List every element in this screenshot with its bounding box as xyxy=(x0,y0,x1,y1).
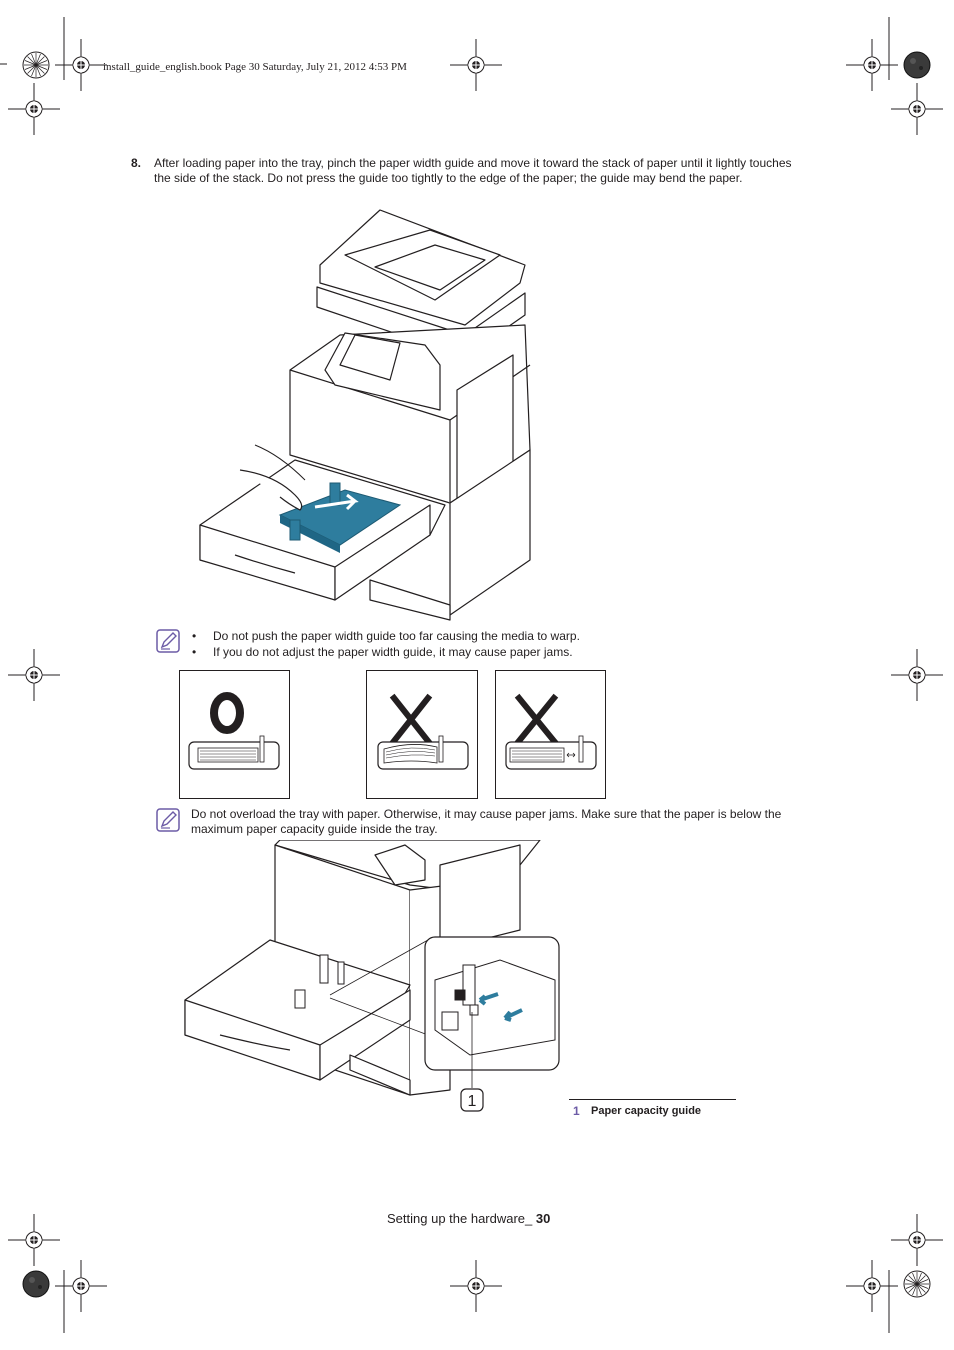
wrong-guide-too-tight-example xyxy=(366,670,478,799)
correct-guide-example xyxy=(179,670,290,799)
legend-number: 1 xyxy=(573,1104,580,1118)
wrong-guide-too-loose-example xyxy=(495,670,606,799)
callout-number-badge: 1 xyxy=(460,1088,484,1112)
footer-section: Setting up the hardware_ xyxy=(387,1211,536,1226)
list-item: •If you do not adjust the paper width gu… xyxy=(192,645,573,659)
step-text: After loading paper into the tray, pinch… xyxy=(154,156,792,185)
capacity-guide-illustration xyxy=(184,840,560,1096)
page-number: 30 xyxy=(535,1211,551,1226)
printer-tray-illustration xyxy=(199,209,531,621)
print-header: install_guide_english.book Page 30 Satur… xyxy=(103,61,407,73)
svg-text:1: 1 xyxy=(468,1093,477,1110)
figure-legend: 1 Paper capacity guide xyxy=(569,1099,736,1118)
legend-label: Paper capacity guide xyxy=(591,1105,702,1117)
step-number: 8. xyxy=(131,156,142,170)
note-pencil-icon xyxy=(156,629,180,653)
note-pencil-icon xyxy=(156,808,180,832)
note-bullet-list: •Do not push the paper width guide too f… xyxy=(192,628,580,660)
page-footer: Setting up the hardware_ 30 xyxy=(387,1211,550,1226)
overload-note: Do not overload the tray with paper. Oth… xyxy=(191,807,782,836)
list-item: •Do not push the paper width guide too f… xyxy=(192,629,580,643)
